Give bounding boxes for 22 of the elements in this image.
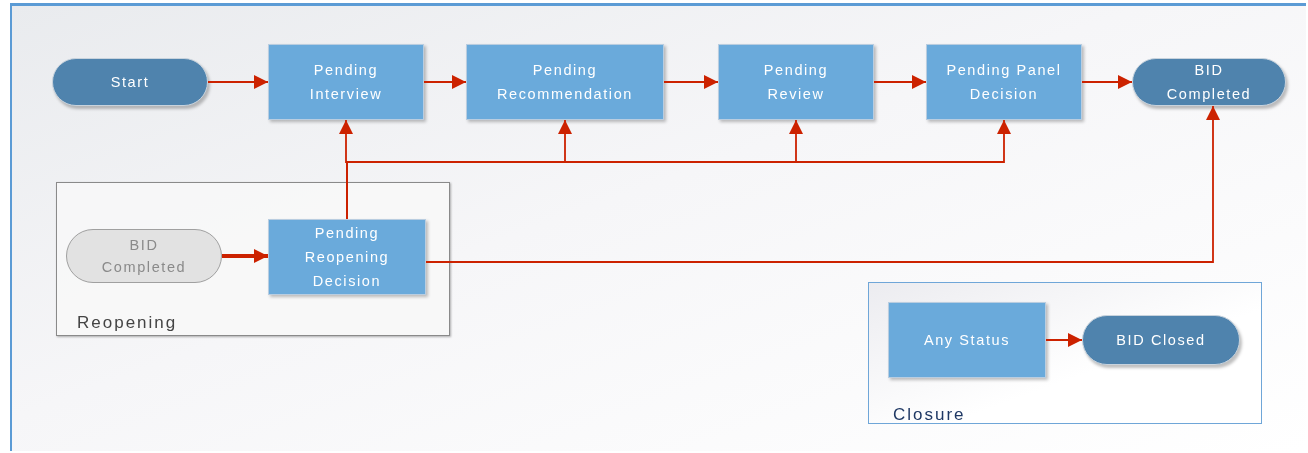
process-box: Pending Interview	[268, 44, 424, 120]
arrow	[207, 75, 269, 89]
arrow	[873, 75, 927, 89]
process-box: Pending Panel Decision	[926, 44, 1082, 120]
group-panel	[56, 182, 450, 336]
arrow	[1045, 333, 1083, 347]
end-terminal: BID Completed	[1132, 58, 1286, 106]
arrow	[1081, 75, 1133, 89]
process-box: Pending Reopening Decision	[268, 219, 426, 295]
start-terminal: Start	[52, 58, 208, 106]
group-label: Closure	[893, 405, 966, 425]
process-box: Pending Recommendation	[466, 44, 664, 120]
arrow	[423, 75, 467, 89]
group-label: Reopening	[77, 313, 178, 333]
group-panel	[868, 282, 1262, 424]
arrow	[425, 105, 1220, 263]
arrow	[663, 75, 719, 89]
process-box: Pending Review	[718, 44, 874, 120]
end-terminal: BID Closed	[1082, 315, 1240, 365]
process-box: Any Status	[888, 302, 1046, 378]
inactive-terminal: BID Completed	[66, 229, 222, 283]
arrow	[222, 249, 268, 263]
